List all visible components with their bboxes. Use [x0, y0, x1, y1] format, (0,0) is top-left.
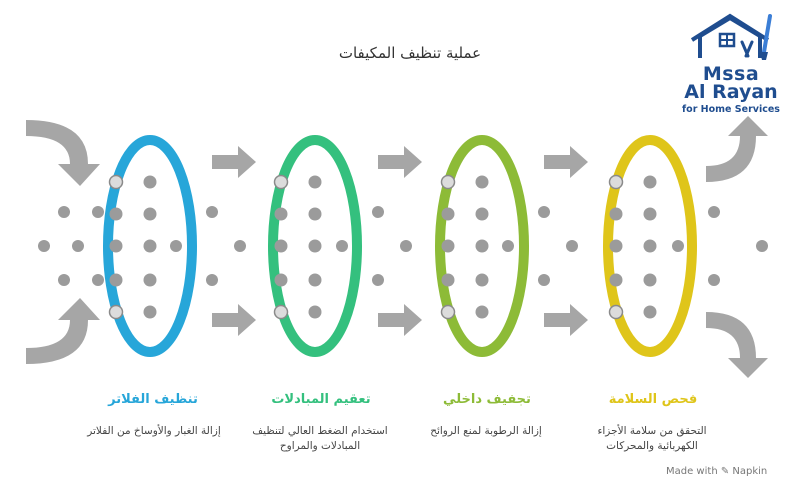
step-1-title: تنظيف الفلاتر [108, 392, 198, 407]
flow-dot-9 [234, 240, 246, 252]
stage-1-dot-6 [143, 239, 157, 253]
curved-arrow-out-top [706, 116, 768, 182]
flow-arrow-bottom-2 [378, 304, 422, 336]
stage-4-ring [603, 135, 697, 357]
stage-1-ring [103, 135, 197, 357]
stage-4-dot-4 [643, 207, 657, 221]
stage-2-dot-6 [308, 239, 322, 253]
flow-dot-17 [566, 240, 578, 252]
flow-dot-4 [58, 274, 70, 286]
flow-dot-3 [58, 206, 70, 218]
stage-1-dot-1 [108, 174, 124, 190]
curved-arrow-in-bottom [26, 298, 100, 364]
stage-1-dot-10 [143, 305, 157, 319]
flow-dot-22 [672, 240, 684, 252]
flow-dot-16 [538, 274, 550, 286]
flow-dot-1 [38, 240, 50, 252]
step-1-description: إزالة الغبار والأوساخ من الفلاتر [87, 425, 221, 437]
stage-4-dot-9 [608, 304, 624, 320]
flow-dot-13 [400, 240, 412, 252]
stage-3-dot-3 [441, 207, 455, 221]
stage-2-dot-5 [274, 239, 288, 253]
stage-2-dot-1 [273, 174, 289, 190]
stage-1-dot-7 [109, 273, 123, 287]
stage-1-dot-5 [109, 239, 123, 253]
step-2-description: استخدام الضغط العالي لتنظيف المبادلات وا… [252, 425, 388, 452]
stage-4-dot-3 [609, 207, 623, 221]
house-logo-icon [690, 13, 772, 60]
company-logo: Mssa Al Rayan for Home Services [672, 12, 790, 122]
flow-dot-15 [538, 206, 550, 218]
flow-dot-20 [708, 274, 720, 286]
stage-1-dot-9 [108, 304, 124, 320]
flow-dot-6 [92, 274, 104, 286]
flow-arrow-bottom-1 [212, 304, 256, 336]
logo-tagline: for Home Services [682, 104, 780, 115]
flow-arrow-bottom-3 [544, 304, 588, 336]
stage-3-dot-8 [475, 273, 489, 287]
stage-3-dot-7 [441, 273, 455, 287]
flow-dot-21 [756, 240, 768, 252]
stage-4-dot-6 [643, 239, 657, 253]
flow-dot-7 [206, 206, 218, 218]
stage-1-dot-2 [143, 175, 157, 189]
stage-4-dot-8 [643, 273, 657, 287]
flow-dot-18 [502, 240, 514, 252]
stage-3-ring [435, 135, 529, 357]
step-3-description: إزالة الرطوبة لمنع الروائح [430, 425, 542, 437]
flow-dot-19 [708, 206, 720, 218]
stage-3-dot-2 [475, 175, 489, 189]
stage-4-dot-1 [608, 174, 624, 190]
flow-arrow-top-1 [212, 146, 256, 178]
stage-4-dot-2 [643, 175, 657, 189]
curved-arrow-in-top [26, 120, 100, 186]
stage-3-dot-6 [475, 239, 489, 253]
flow-dot-12 [372, 274, 384, 286]
stage-1-dot-4 [143, 207, 157, 221]
stage-4-dot-10 [643, 305, 657, 319]
stage-3-dot-4 [475, 207, 489, 221]
diagram-title: عملية تنظيف المكيفات [338, 44, 482, 62]
stage-2-dot-3 [274, 207, 288, 221]
made-with-footer: Made with ✎ Napkin [666, 466, 768, 477]
step-3-title: تجفيف داخلي [443, 392, 531, 407]
stage-3-dot-9 [440, 304, 456, 320]
stage-2-dot-4 [308, 207, 322, 221]
flow-dot-14 [336, 240, 348, 252]
logo-name-line1: Mssa [702, 63, 760, 85]
flow-arrow-top-2 [378, 146, 422, 178]
stage-2-dot-8 [308, 273, 322, 287]
stage-3-dot-10 [475, 305, 489, 319]
step-4-description: التحقق من سلامة الأجزاء الكهربائية والمح… [597, 425, 707, 452]
stage-3-dot-1 [440, 174, 456, 190]
stage-4-dot-7 [609, 273, 623, 287]
stage-2-ring [268, 135, 362, 357]
flow-dot-5 [92, 206, 104, 218]
flow-dot-8 [206, 274, 218, 286]
flow-dot-2 [72, 240, 84, 252]
step-2-title: تعقيم المبادلات [271, 392, 371, 407]
curved-arrow-out-bottom [706, 312, 768, 378]
flow-arrow-top-3 [544, 146, 588, 178]
flow-dot-10 [170, 240, 182, 252]
stage-1-dot-3 [109, 207, 123, 221]
stage-2-dot-9 [273, 304, 289, 320]
stage-2-dot-10 [308, 305, 322, 319]
stage-2-dot-7 [274, 273, 288, 287]
stage-3-dot-5 [441, 239, 455, 253]
stage-2-dot-2 [308, 175, 322, 189]
flow-dot-11 [372, 206, 384, 218]
logo-name-line2: Al Rayan [684, 81, 778, 103]
step-4-title: فحص السلامة [608, 392, 698, 407]
stage-4-dot-5 [609, 239, 623, 253]
stage-1-dot-8 [143, 273, 157, 287]
